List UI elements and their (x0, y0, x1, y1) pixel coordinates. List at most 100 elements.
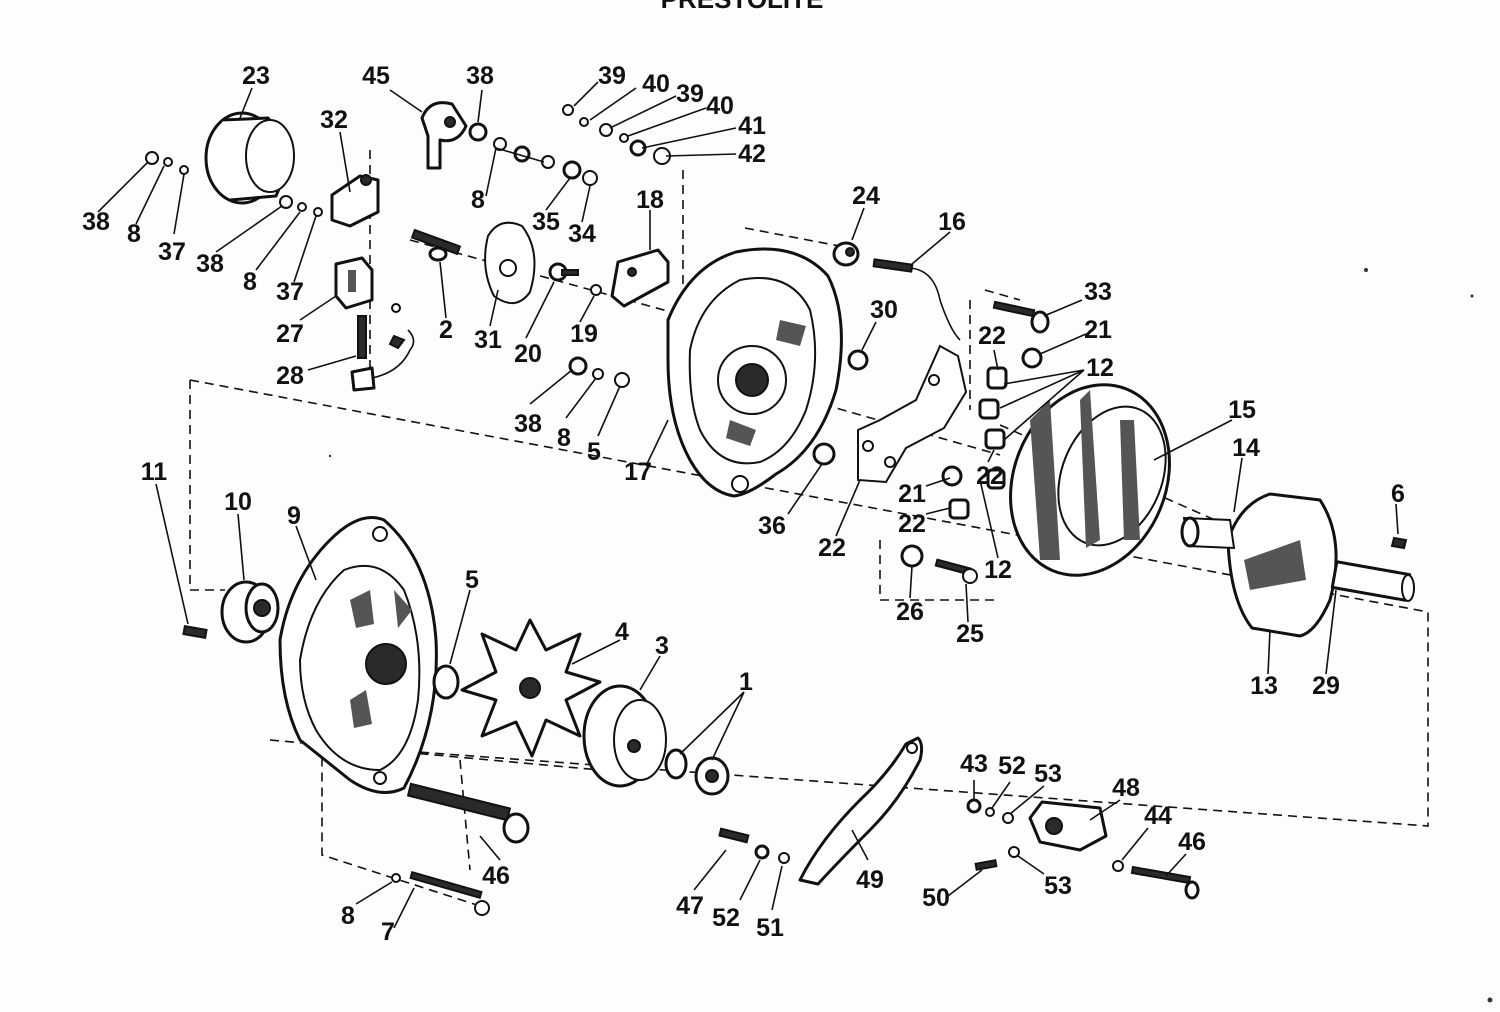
callout-35: 35 (532, 208, 560, 236)
callout-28: 28 (276, 362, 304, 390)
callout-27: 27 (276, 320, 304, 348)
diode-group-part (941, 347, 1043, 520)
callout-40: 40 (706, 92, 734, 120)
woodruff-key-part (1390, 536, 1408, 550)
callout-37: 37 (276, 278, 304, 306)
callout-16: 16 (938, 208, 966, 236)
callout-8: 8 (341, 902, 355, 930)
callout-labels: 23 32 45 38 39 40 39 40 41 42 8 38 8 37 … (82, 62, 1405, 946)
washer-group-mid (568, 356, 630, 388)
callout-39: 39 (598, 62, 626, 90)
callout-4: 4 (615, 618, 629, 646)
thru-bolt-part (391, 870, 490, 916)
stud-part (410, 228, 462, 262)
brush-holder-part (334, 256, 374, 310)
callout-8: 8 (127, 220, 141, 248)
callout-21: 21 (1084, 316, 1112, 344)
spring-brush-part (350, 303, 415, 392)
nut-24-part (832, 241, 860, 267)
callout-53: 53 (1044, 872, 1072, 900)
heat-sink-plate-part (857, 344, 968, 484)
callout-38: 38 (82, 208, 110, 236)
callout-32: 32 (320, 106, 348, 134)
callout-14: 14 (1232, 434, 1260, 462)
callout-8: 8 (471, 186, 485, 214)
callout-22: 22 (978, 322, 1006, 350)
washer-group-left (145, 151, 323, 217)
callout-52: 52 (712, 904, 740, 932)
callout-13: 13 (1250, 672, 1278, 700)
bracket-bolt-part (718, 827, 790, 864)
regulator-bracket-part (330, 174, 380, 228)
callout-44: 44 (1144, 802, 1172, 830)
diagram-title: PRESTOLITE (661, 0, 824, 14)
callout-6: 6 (1391, 480, 1405, 508)
callout-9: 9 (287, 502, 301, 530)
callout-17: 17 (624, 458, 652, 486)
callout-50: 50 (922, 884, 950, 912)
mount-bolt-part (1112, 860, 1200, 900)
pulley-nut-part (664, 748, 730, 796)
screw-11-part (182, 624, 208, 640)
washer-36-part (812, 442, 836, 466)
callout-47: 47 (676, 892, 704, 920)
callout-39: 39 (676, 80, 704, 108)
callout-10: 10 (224, 488, 252, 516)
callout-49: 49 (856, 866, 884, 894)
callout-52: 52 (998, 752, 1026, 780)
callout-19: 19 (570, 320, 598, 348)
nut-row-top (468, 104, 671, 186)
callout-2: 2 (439, 316, 453, 344)
callout-38: 38 (514, 410, 542, 438)
spacer-part (432, 664, 460, 700)
callout-42: 42 (738, 140, 766, 168)
callout-21: 21 (898, 480, 926, 508)
terminal-plate-part (610, 248, 670, 308)
callout-3: 3 (655, 632, 669, 660)
pulley-part (582, 684, 667, 788)
washer-30-part (847, 349, 869, 371)
callout-34: 34 (568, 220, 596, 248)
fan-part (460, 618, 602, 758)
callout-41: 41 (738, 112, 766, 140)
callout-1: 1 (739, 668, 753, 696)
callout-45: 45 (362, 62, 390, 90)
washer-group-right (966, 798, 1020, 858)
callout-36: 36 (758, 512, 786, 540)
callout-8: 8 (557, 424, 571, 452)
leader-lines (97, 81, 1399, 929)
callout-24: 24 (852, 182, 880, 210)
callout-38: 38 (196, 250, 224, 278)
callout-11: 11 (141, 458, 168, 486)
callout-5: 5 (587, 438, 601, 466)
screw-25-part (900, 544, 978, 584)
mounting-bracket-part (1028, 800, 1108, 852)
elbow-terminal-part (420, 101, 468, 170)
callout-18: 18 (636, 186, 664, 214)
callout-40: 40 (642, 70, 670, 98)
callout-46: 46 (482, 862, 510, 890)
callout-5: 5 (465, 566, 479, 594)
callout-31: 31 (474, 326, 502, 354)
callout-48: 48 (1112, 774, 1140, 802)
cover-band-part (204, 111, 295, 205)
callout-7: 7 (381, 918, 395, 946)
callout-33: 33 (1084, 278, 1112, 306)
callout-25: 25 (956, 620, 984, 648)
callout-20: 20 (514, 340, 542, 368)
rear-end-frame-part (666, 247, 843, 498)
bolt-33-part (992, 300, 1050, 334)
callout-15: 15 (1228, 396, 1256, 424)
callout-37: 37 (158, 238, 186, 266)
front-end-frame-part (278, 516, 438, 794)
gasket-plate-part (484, 221, 536, 304)
callout-12: 12 (984, 556, 1012, 584)
lead-wire-part (872, 258, 961, 341)
callout-8: 8 (243, 268, 257, 296)
bearing-part (220, 580, 280, 644)
callout-22: 22 (898, 510, 926, 538)
small-screw-part (548, 262, 602, 296)
callout-30: 30 (870, 296, 898, 324)
